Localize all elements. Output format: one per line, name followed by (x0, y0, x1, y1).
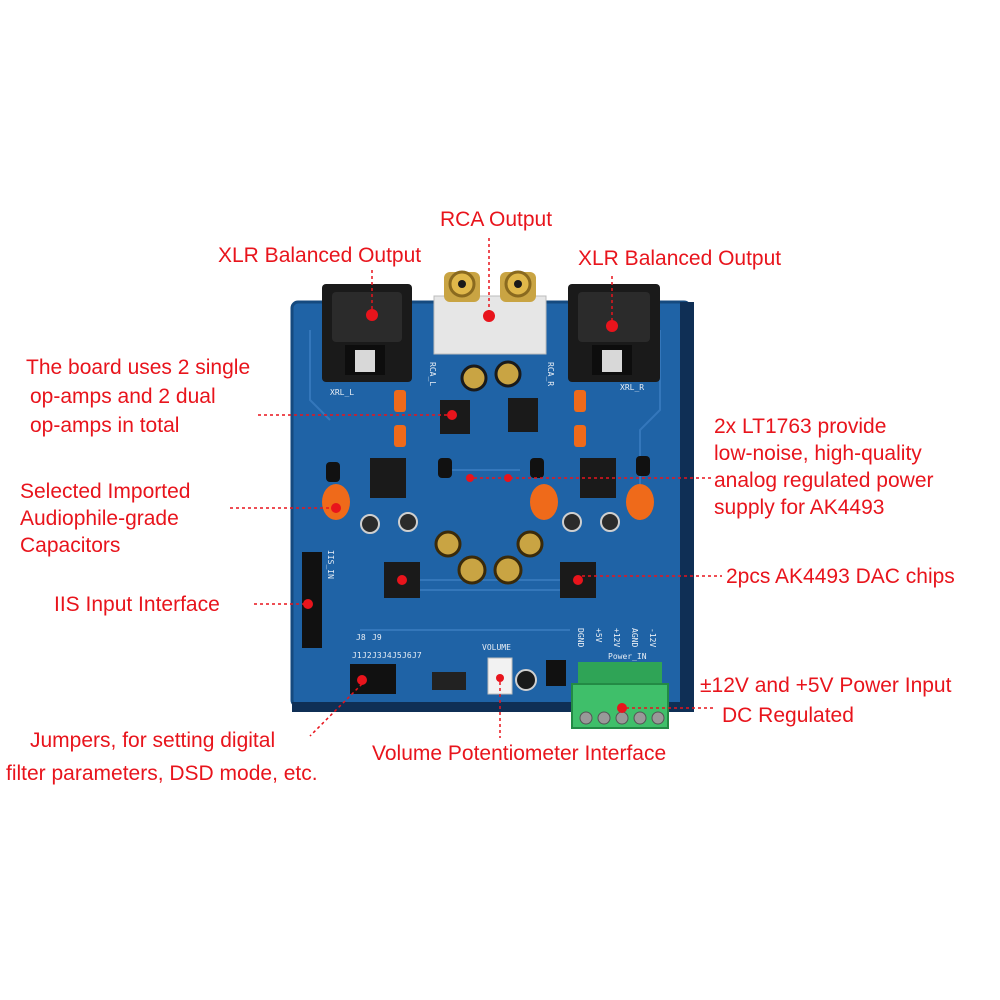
label-jumpers: Jumpers, for setting digital filter para… (6, 724, 318, 790)
silk-pin-dgnd: DGND (576, 628, 585, 647)
label-power-line2: DC Regulated (722, 704, 854, 727)
label-lt1763-line1: 2x LT1763 provide (714, 415, 887, 438)
label-xlr-left: XLR Balanced Output (218, 244, 422, 267)
volume-connector (487, 657, 566, 695)
rca-connectors (433, 270, 547, 355)
leader-lines (230, 238, 722, 738)
gold-capacitors (434, 530, 544, 585)
silk-xrl-r: XRL_R (620, 383, 644, 392)
silk-rca-r: RCA_R (546, 362, 555, 386)
silk-pin-5v: +5V (594, 628, 603, 643)
label-opamps-line3: op-amps in total (30, 414, 180, 437)
label-jumpers-line1: Jumpers, for setting digital (30, 729, 276, 752)
silk-j9: J9 (372, 633, 382, 642)
label-volume-interface: Volume Potentiometer Interface (372, 742, 667, 765)
label-capacitors-line2: Audiophile-grade (20, 507, 179, 530)
label-power-line1: ±12V and +5V Power Input (700, 674, 952, 697)
opamp-chips (370, 398, 616, 498)
label-power: ±12V and +5V Power Input DC Regulated (700, 671, 951, 731)
label-opamps-line1: The board uses 2 single (26, 356, 251, 379)
silk-iis-in: IIS_IN (326, 550, 335, 579)
label-iis: IIS Input Interface (54, 593, 220, 616)
label-opamps: The board uses 2 single op-amps and 2 du… (26, 353, 250, 440)
silk-xrl-l: XRL_L (330, 388, 354, 397)
xlr-left-connector (322, 284, 412, 382)
regulators (326, 456, 650, 482)
power-terminal (571, 662, 669, 729)
label-capacitors: Selected Imported Audiophile-grade Capac… (20, 478, 190, 559)
silk-j1: J1 (352, 651, 362, 660)
silk-volume: VOLUME (482, 643, 511, 652)
label-capacitors-line1: Selected Imported (20, 480, 191, 503)
silk-j4: J4 (382, 651, 392, 660)
silk-j6: J6 (402, 651, 412, 660)
iis-header (302, 552, 322, 648)
silk-j8: J8 (356, 633, 366, 642)
silk-j2: J2 (362, 651, 372, 660)
silk-pin-12v: +12V (612, 628, 621, 647)
capacitors-top (460, 360, 522, 392)
orange-capacitors (322, 390, 654, 520)
label-lt1763-line4: supply for AK4493 (714, 496, 885, 519)
silk-j5: J5 (392, 651, 402, 660)
xlr-right-connector (568, 284, 660, 382)
dac-chips (384, 562, 596, 598)
label-lt1763: 2x LT1763 provide low-noise, high-qualit… (714, 413, 934, 521)
label-lt1763-line2: low-noise, high-quality (714, 442, 922, 465)
silk-power-in: Power_IN (608, 652, 647, 661)
silk-pin-agnd: AGND (630, 628, 639, 647)
silk-j3: J3 (372, 651, 382, 660)
silk-rca-l: RCA_L (428, 362, 437, 386)
label-rca-output: RCA Output (440, 208, 553, 231)
label-lt1763-line3: analog regulated power (714, 469, 934, 492)
label-xlr-right: XLR Balanced Output (578, 247, 782, 270)
label-capacitors-line3: Capacitors (20, 534, 121, 557)
label-opamps-line2: op-amps and 2 dual (30, 385, 216, 408)
silk-j7: J7 (412, 651, 422, 660)
label-dac: 2pcs AK4493 DAC chips (726, 565, 955, 588)
small-capacitors (360, 512, 620, 534)
label-jumpers-line2: filter parameters, DSD mode, etc. (6, 762, 318, 785)
silk-pin-neg12v: -12V (648, 628, 657, 647)
